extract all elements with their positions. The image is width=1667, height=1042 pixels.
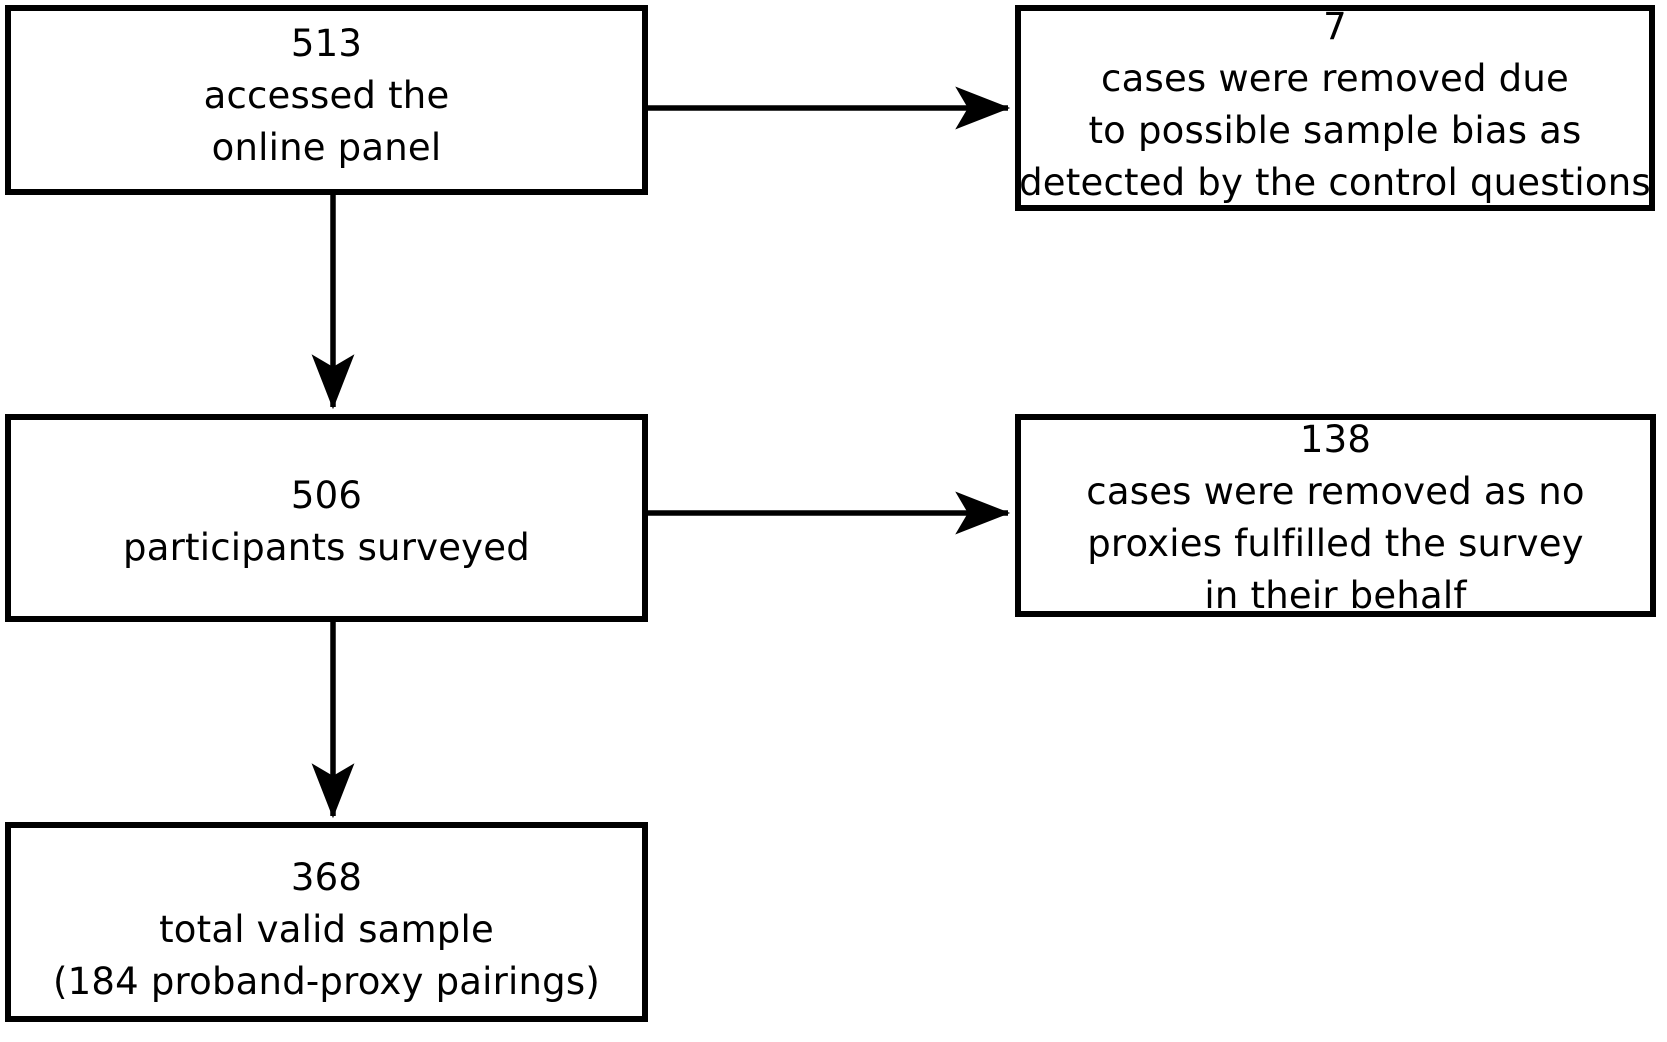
node-total-valid-sample: 368 total valid sample (184 proband-prox… [5,822,648,1022]
node-label-line-2: online panel [211,126,442,169]
node-label-line-1: cases were removed due [1101,57,1569,100]
node-count: 138 [1299,417,1372,461]
node-cases-removed-no-proxies: 138 cases were removed as no proxies ful… [1015,414,1656,617]
node-accessed-the-online-panel: 513 accessed the online panel [5,5,648,195]
node-label-line-2: (184 proband-proxy pairings) [53,960,600,1003]
node-label-line-1: total valid sample [159,908,494,951]
node-text-stack: 513 accessed the online panel [204,18,450,174]
node-count: 368 [290,856,363,899]
node-text-stack: 506 participants surveyed [123,470,530,574]
node-label-line-3: detected by the control questions [1019,161,1651,204]
node-count: 513 [290,22,363,65]
node-label-line-1: participants surveyed [123,526,530,569]
node-participants-surveyed: 506 participants surveyed [5,414,648,622]
node-count: 506 [290,474,363,517]
node-text-stack: 7 cases were removed due to possible sam… [1019,1,1651,209]
node-text-stack: 368 total valid sample (184 proband-prox… [53,852,600,1008]
node-label-line-1: accessed the [203,74,450,117]
node-label-line-2: to possible sample bias as [1088,109,1582,152]
node-cases-removed-sample-bias: 7 cases were removed due to possible sam… [1015,5,1655,211]
node-label-line-1: cases were removed as no [1086,469,1585,513]
node-label-line-3: in their behalf [1204,573,1467,617]
node-count: 7 [1323,5,1347,48]
node-text-stack: 138 cases were removed as no proxies ful… [1086,414,1584,622]
node-label-line-2: proxies fulfilled the survey [1087,521,1584,565]
